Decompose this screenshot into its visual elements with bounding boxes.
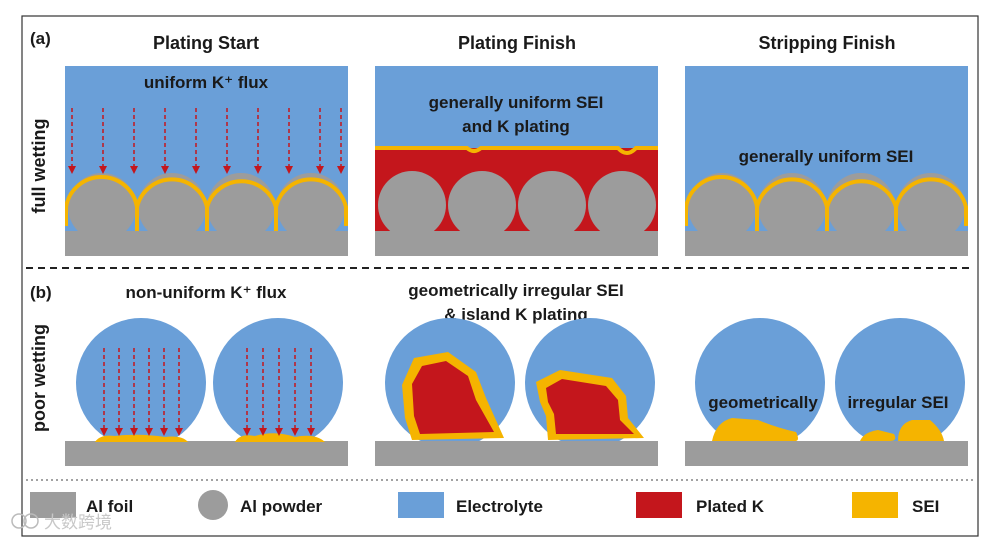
electrolyte-droplet [213, 318, 343, 448]
al-powder-particle [448, 171, 516, 239]
irregular-plating-label-line-2: & island K plating [444, 305, 588, 324]
legend-label-sei: SEI [912, 497, 939, 516]
al-powder-particle [758, 173, 826, 241]
sei-layer [712, 418, 798, 441]
sei-layer [898, 420, 944, 441]
al-powder-particle [688, 173, 756, 241]
plated-k-island [412, 361, 494, 434]
electrolyte-droplet [835, 318, 965, 448]
row-label-poor-wetting: poor wetting [29, 324, 49, 432]
al-powder-particle [588, 171, 656, 239]
panel-b-plating-finish: geometrically irregular SEI & island K p… [375, 281, 658, 466]
panel-b-stripping-finish: geometrically irregular SEI [685, 318, 968, 466]
al-powder-particle [68, 173, 136, 241]
sei-layer [235, 433, 325, 442]
al-foil [65, 441, 348, 466]
non-uniform-flux-label: non-uniform K⁺ flux [125, 283, 287, 302]
watermark-logo-icon [23, 513, 39, 529]
legend-label-electrolyte: Electrolyte [456, 497, 543, 516]
panel-a-plating-start: uniform K⁺ flux [65, 66, 348, 256]
plated-k-island [546, 379, 634, 434]
al-foil [375, 441, 658, 466]
irregular-sei-label-part-2: irregular SEI [847, 393, 948, 412]
plating-label-line-2: and K plating [462, 117, 570, 136]
col-title-plating-start: Plating Start [153, 33, 259, 53]
sei-layer [860, 430, 896, 441]
watermark-text: 大数跨境 [44, 513, 112, 533]
panel-b-label: (b) [30, 283, 52, 302]
uniform-flux-label: uniform K⁺ flux [144, 73, 269, 92]
legend-swatch-sei [852, 492, 898, 518]
watermark-logo-icon [11, 513, 27, 529]
panel-a: (a) Plating Start Plating Finish Strippi… [29, 29, 968, 256]
panel-a-stripping-finish: generally uniform SEI [685, 66, 968, 256]
figure-frame [21, 15, 979, 537]
al-powder-particle [138, 173, 206, 241]
col-title-stripping-finish: Stripping Finish [759, 33, 896, 53]
al-powder-particle [207, 173, 275, 241]
watermark: 大数跨境 [11, 513, 112, 533]
legend-label-al-foil: Al foil [86, 497, 133, 516]
sei-layer [375, 146, 658, 155]
sei-layer [65, 175, 348, 226]
legend-swatch-al-foil [30, 492, 76, 518]
legend-swatch-plated-k [636, 492, 682, 518]
legend-swatch-electrolyte [398, 492, 444, 518]
legend: Al foil Al powder Electrolyte Plated K S… [30, 490, 939, 520]
al-powder-particle [277, 173, 345, 241]
al-foil [375, 231, 658, 256]
electrolyte-droplet [695, 318, 825, 448]
stripping-label: generally uniform SEI [739, 147, 914, 166]
al-powder-particle [378, 171, 446, 239]
al-powder-particle [897, 173, 965, 241]
al-powder-particle [518, 171, 586, 239]
irregular-plating-label-line-1: geometrically irregular SEI [408, 281, 623, 300]
sei-layer [95, 434, 188, 442]
legend-label-al-powder: Al powder [240, 497, 323, 516]
panel-b-plating-start: non-uniform K⁺ flux [65, 283, 348, 466]
row-label-full-wetting: full wetting [29, 119, 49, 214]
panel-a-label: (a) [30, 29, 51, 48]
sei-layer [685, 175, 968, 226]
panel-b: (b) poor wetting non-uniform K⁺ flux [29, 281, 968, 466]
legend-swatch-al-powder [198, 490, 228, 520]
col-title-plating-finish: Plating Finish [458, 33, 576, 53]
electrolyte-droplet [76, 318, 206, 448]
irregular-sei-label-part-1: geometrically [708, 393, 818, 412]
panel-a-plating-finish: generally uniform SEI and K plating [375, 66, 658, 256]
al-foil [685, 441, 968, 466]
plating-label-line-1: generally uniform SEI [429, 93, 604, 112]
al-powder-particle [827, 173, 895, 241]
legend-label-plated-k: Plated K [696, 497, 765, 516]
